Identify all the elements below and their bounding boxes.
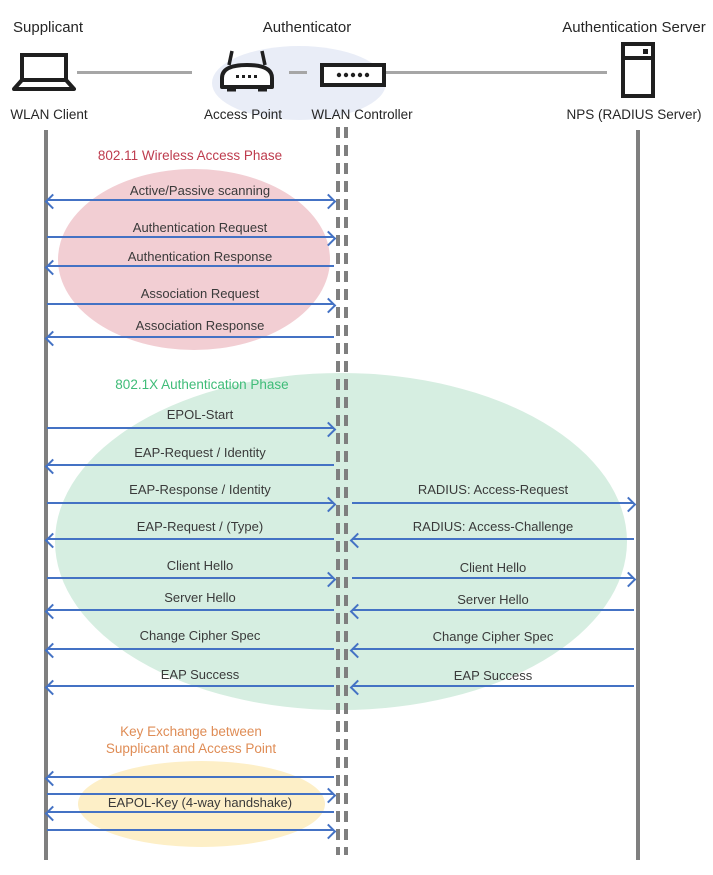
arrow-shaft — [47, 648, 334, 651]
arrow-shaft — [47, 609, 334, 612]
laptop-icon — [12, 53, 76, 91]
arrow-shaft — [47, 265, 334, 268]
message-arrow — [44, 330, 335, 346]
arrowhead-right-icon — [320, 823, 337, 839]
arrow-shaft — [47, 811, 334, 814]
message-label: RADIUS: Access-Request — [417, 482, 569, 497]
arrow-shaft — [47, 464, 334, 467]
wlan-controller-icon — [320, 63, 386, 87]
message-arrow — [349, 603, 635, 619]
message-arrow — [44, 642, 335, 658]
message-arrow — [44, 770, 335, 786]
message-arrow — [44, 603, 335, 619]
device-label-access-point: Access Point — [203, 107, 283, 122]
arrow-shaft — [47, 199, 334, 202]
arrow-shaft — [47, 685, 334, 688]
message-arrow — [46, 787, 337, 803]
message-label: EPOL-Start — [166, 407, 234, 422]
message-arrow — [44, 532, 335, 548]
message-label: EAP-Request / (Type) — [136, 519, 264, 534]
arrow-shaft — [352, 648, 634, 651]
device-label-nps-radius-server: NPS (RADIUS Server) — [566, 107, 702, 122]
arrow-shaft — [47, 303, 334, 306]
message-arrow — [46, 496, 337, 512]
arrow-shaft — [47, 502, 334, 505]
phase2-title: 802.1X Authentication Phase — [115, 377, 289, 392]
server-icon — [621, 42, 655, 98]
arrow-shaft — [47, 236, 334, 239]
message-label: EAPOL-Key (4-way handshake) — [107, 795, 293, 810]
message-arrow — [44, 259, 335, 275]
connector-line — [289, 71, 307, 74]
role-authenticator: Authenticator — [262, 19, 352, 36]
message-label: Server Hello — [164, 590, 236, 605]
message-label: Authentication Response — [127, 249, 273, 264]
message-label: Change Cipher Spec — [432, 629, 554, 644]
message-arrow — [349, 532, 635, 548]
arrow-shaft — [47, 577, 334, 580]
arrow-shaft — [352, 609, 634, 612]
message-label: Server Hello — [457, 592, 529, 607]
phase3-ellipse — [78, 761, 325, 847]
connector-line — [77, 71, 192, 74]
phase3-title: Key Exchange between Supplicant and Acce… — [105, 724, 277, 756]
message-arrow — [46, 230, 337, 246]
device-label-wlan-controller: WLAN Controller — [311, 107, 413, 122]
message-arrow — [46, 571, 337, 587]
message-arrow — [44, 805, 335, 821]
arrow-shaft — [47, 829, 334, 832]
phase1-title: 802.11 Wireless Access Phase — [97, 148, 283, 163]
message-arrow — [46, 823, 337, 839]
controller-dashed-lifeline-2 — [344, 127, 348, 855]
message-arrow — [44, 458, 335, 474]
message-arrow — [46, 421, 337, 437]
message-arrow — [351, 496, 637, 512]
message-arrow — [349, 642, 635, 658]
radius-server-lifeline — [636, 130, 640, 860]
message-arrow — [46, 297, 337, 313]
arrow-shaft — [352, 502, 634, 505]
message-arrow — [349, 679, 635, 695]
arrow-shaft — [352, 577, 634, 580]
message-label: Association Request — [140, 286, 260, 301]
role-authentication-server: Authentication Server — [562, 19, 706, 36]
message-arrow — [351, 571, 637, 587]
message-label: Authentication Request — [132, 220, 268, 235]
message-label: Change Cipher Spec — [139, 628, 261, 643]
arrow-shaft — [352, 685, 634, 688]
wlan-client-lifeline — [44, 130, 48, 860]
message-label: EAP-Response / Identity — [129, 482, 271, 497]
arrow-shaft — [352, 538, 634, 541]
message-arrow — [44, 193, 337, 209]
role-supplicant: Supplicant — [13, 19, 84, 36]
access-point-icon — [220, 50, 274, 92]
message-arrow — [44, 679, 335, 695]
message-label: Association Response — [135, 318, 265, 333]
message-label: Client Hello — [459, 560, 527, 575]
arrow-shaft — [47, 793, 334, 796]
message-label: Active/Passive scanning — [129, 183, 271, 198]
arrow-shaft — [47, 538, 334, 541]
arrow-shaft — [47, 427, 334, 430]
controller-dashed-lifeline-1 — [336, 127, 340, 855]
arrow-shaft — [47, 336, 334, 339]
message-label: Client Hello — [166, 558, 234, 573]
message-label: EAP Success — [453, 668, 533, 683]
message-label: RADIUS: Access-Challenge — [412, 519, 574, 534]
message-label: EAP-Request / Identity — [134, 445, 266, 460]
arrow-shaft — [47, 776, 334, 779]
message-label: EAP Success — [160, 667, 240, 682]
connector-line — [385, 71, 607, 74]
device-label-wlan-client: WLAN Client — [10, 107, 88, 122]
